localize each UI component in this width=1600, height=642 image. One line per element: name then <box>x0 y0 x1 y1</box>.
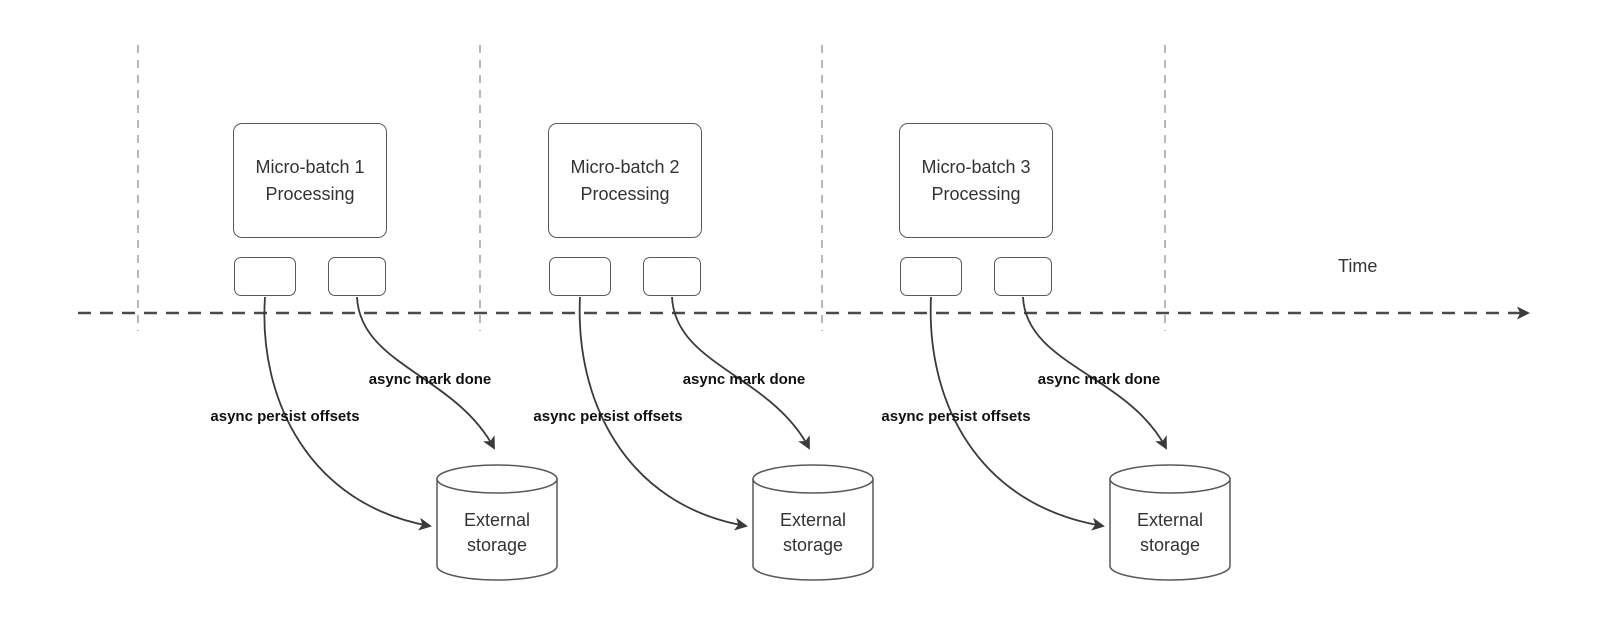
mark-done-arrow <box>671 296 810 450</box>
mark-done-label: async mark done <box>682 371 806 388</box>
mark-done-label: async mark done <box>1037 371 1161 388</box>
persist-offsets-task-box <box>549 257 611 296</box>
micro-batch-3-processing-box: Micro-batch 3 Processing <box>899 123 1053 238</box>
external-storage-cylinder <box>436 464 558 581</box>
external-storage-cylinder <box>752 464 874 581</box>
mark-done-arrow <box>1022 296 1167 450</box>
persist-offsets-arrow <box>263 296 432 531</box>
mark-done-task-box <box>328 257 386 296</box>
external-storage-label: External storage <box>779 510 847 556</box>
persist-offsets-arrow <box>578 296 748 531</box>
mark-done-label: async mark done <box>368 371 492 388</box>
mark-done-task-box <box>643 257 701 296</box>
external-storage-label: External storage <box>1136 510 1204 556</box>
mark-done-arrow <box>356 296 495 450</box>
external-storage-cylinder <box>1109 464 1231 581</box>
persist-offsets-task-box <box>234 257 296 296</box>
persist-offsets-label: async persist offsets <box>533 408 683 425</box>
persist-offsets-task-box <box>900 257 962 296</box>
time-label: Time <box>1338 256 1378 276</box>
external-storage-label: External storage <box>463 510 531 556</box>
mark-done-task-box <box>994 257 1052 296</box>
micro-batch-2-processing-box: Micro-batch 2 Processing <box>548 123 702 238</box>
persist-offsets-arrow <box>929 296 1105 531</box>
micro-batch-1-processing-box: Micro-batch 1 Processing <box>233 123 387 238</box>
persist-offsets-label: async persist offsets <box>881 408 1031 425</box>
persist-offsets-label: async persist offsets <box>210 408 360 425</box>
